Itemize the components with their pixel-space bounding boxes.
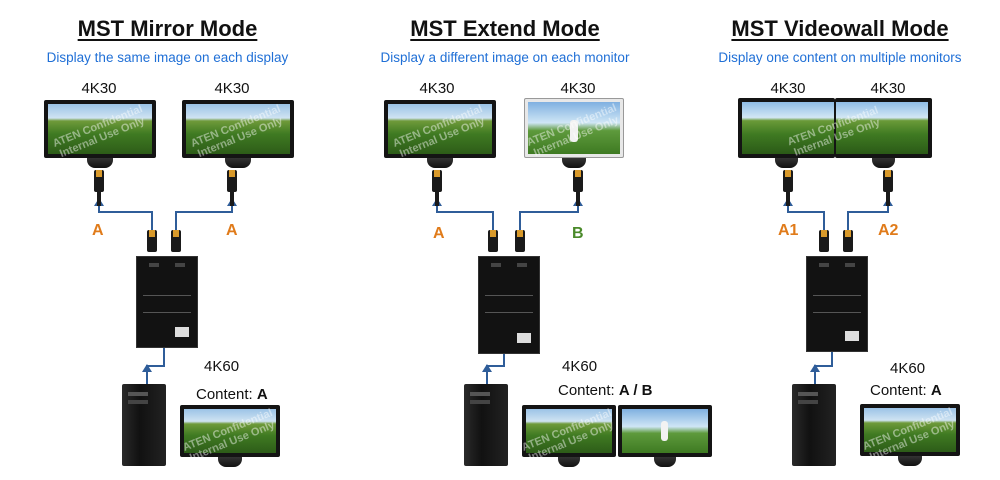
output-resolution: 4K30 [770, 80, 806, 97]
panel-videowall-mode: MST Videowall Mode Display one content o… [680, 0, 1000, 480]
output-resolution: 4K30 [870, 80, 906, 97]
output-resolution: 4K30 [81, 80, 117, 97]
output-resolution: 4K30 [560, 80, 596, 97]
panel-title: MST Extend Mode [410, 16, 600, 41]
output-resolution: 4K30 [419, 80, 455, 97]
output-resolution: 4K30 [214, 80, 250, 97]
hub-connector-icon [488, 230, 498, 266]
hub-connector-icon [515, 230, 525, 266]
content-label: Content: A [196, 386, 268, 403]
content-label: Content: A [870, 382, 942, 399]
source-monitor [618, 405, 712, 467]
computer-tower-icon [792, 384, 836, 466]
panel-title: MST Videowall Mode [731, 16, 949, 41]
panel-subtitle: Display the same image on each display [46, 50, 289, 65]
panel-subtitle: Display a different image on each monito… [380, 50, 630, 65]
hub-connector-icon [819, 230, 829, 266]
panel-extend-mode: MST Extend Mode Display a different imag… [340, 0, 712, 480]
hub-connector-icon [171, 230, 181, 266]
hdmi-connector-icon [573, 170, 583, 206]
content-label: Content: A / B [558, 382, 653, 399]
hdmi-connector-icon [94, 170, 104, 206]
source-resolution: 4K60 [204, 358, 240, 375]
panel-title: MST Mirror Mode [77, 16, 258, 41]
source-resolution: 4K60 [562, 358, 598, 375]
hub-connector-icon [843, 230, 853, 266]
panel-subtitle: Display one content on multiple monitors [718, 50, 962, 65]
port-label: A [92, 222, 104, 239]
output-monitor-right [835, 98, 932, 168]
source-resolution: 4K60 [890, 360, 926, 377]
port-label: A [433, 225, 445, 242]
output-monitor-left [738, 98, 835, 168]
computer-tower-icon [122, 384, 166, 466]
mst-hub-device [478, 256, 540, 354]
panel-mirror-mode: MST Mirror Mode Display the same image o… [0, 0, 335, 480]
computer-tower-icon [464, 384, 508, 466]
port-label: A2 [878, 222, 899, 239]
hdmi-connector-icon [227, 170, 237, 206]
hdmi-connector-icon [783, 170, 793, 206]
port-label: A [226, 222, 238, 239]
hub-connector-icon [147, 230, 157, 266]
mst-hub-device [806, 256, 868, 352]
port-label: B [572, 225, 584, 242]
hdmi-connector-icon [883, 170, 893, 206]
mst-hub-device [136, 256, 198, 348]
port-label: A1 [778, 222, 799, 239]
hdmi-connector-icon [432, 170, 442, 206]
